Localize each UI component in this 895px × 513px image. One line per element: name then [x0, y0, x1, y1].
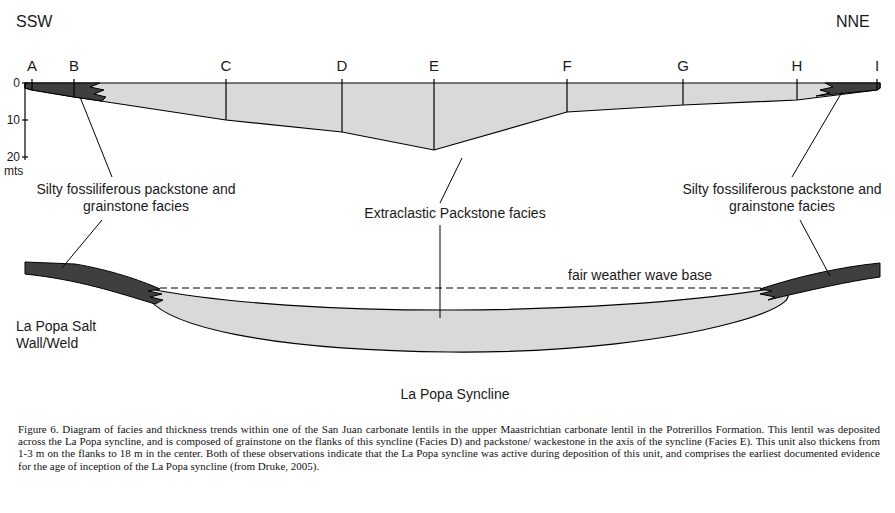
silty-facies-lower-left [25, 262, 163, 304]
facies-label: Silty fossiliferous packstone and grains… [678, 181, 886, 215]
extraclastic-packstone-lens [150, 289, 788, 352]
facies-label: Extraclastic Packstone facies [320, 205, 590, 222]
section-lines [32, 79, 877, 150]
direction-label: NNE [836, 12, 886, 31]
section-letter: E [424, 57, 444, 75]
axis-unit: mts [4, 164, 44, 178]
extraclastic-packstone-upper [25, 83, 880, 150]
section-letter: A [22, 57, 42, 75]
wave-base-label: fair weather wave base [568, 267, 758, 284]
section-letter: G [673, 57, 693, 75]
section-letter: D [332, 57, 352, 75]
axis-tick-label: 20 [1, 150, 20, 164]
direction-label: SSW [16, 12, 66, 31]
silty-facies-upper-right [816, 83, 880, 96]
section-letter: B [64, 57, 84, 75]
section-letter: I [867, 57, 887, 75]
structure-label: La Popa Salt Wall/Weld [16, 318, 136, 352]
wave-base-line [160, 288, 762, 289]
facies-label: Silty fossiliferous packstone and grains… [22, 181, 250, 215]
figure-caption: Figure 6. Diagram of facies and thicknes… [18, 423, 880, 472]
silty-facies-upper-left [25, 83, 106, 101]
section-letter: C [216, 57, 236, 75]
structure-label: La Popa Syncline [330, 386, 580, 403]
section-letter: F [557, 57, 577, 75]
axis-tick-label: 0 [1, 76, 20, 90]
silty-facies-lower-right [760, 263, 880, 300]
depth-axis [22, 83, 28, 160]
axis-tick-label: 10 [1, 113, 20, 127]
section-letter: H [787, 57, 807, 75]
